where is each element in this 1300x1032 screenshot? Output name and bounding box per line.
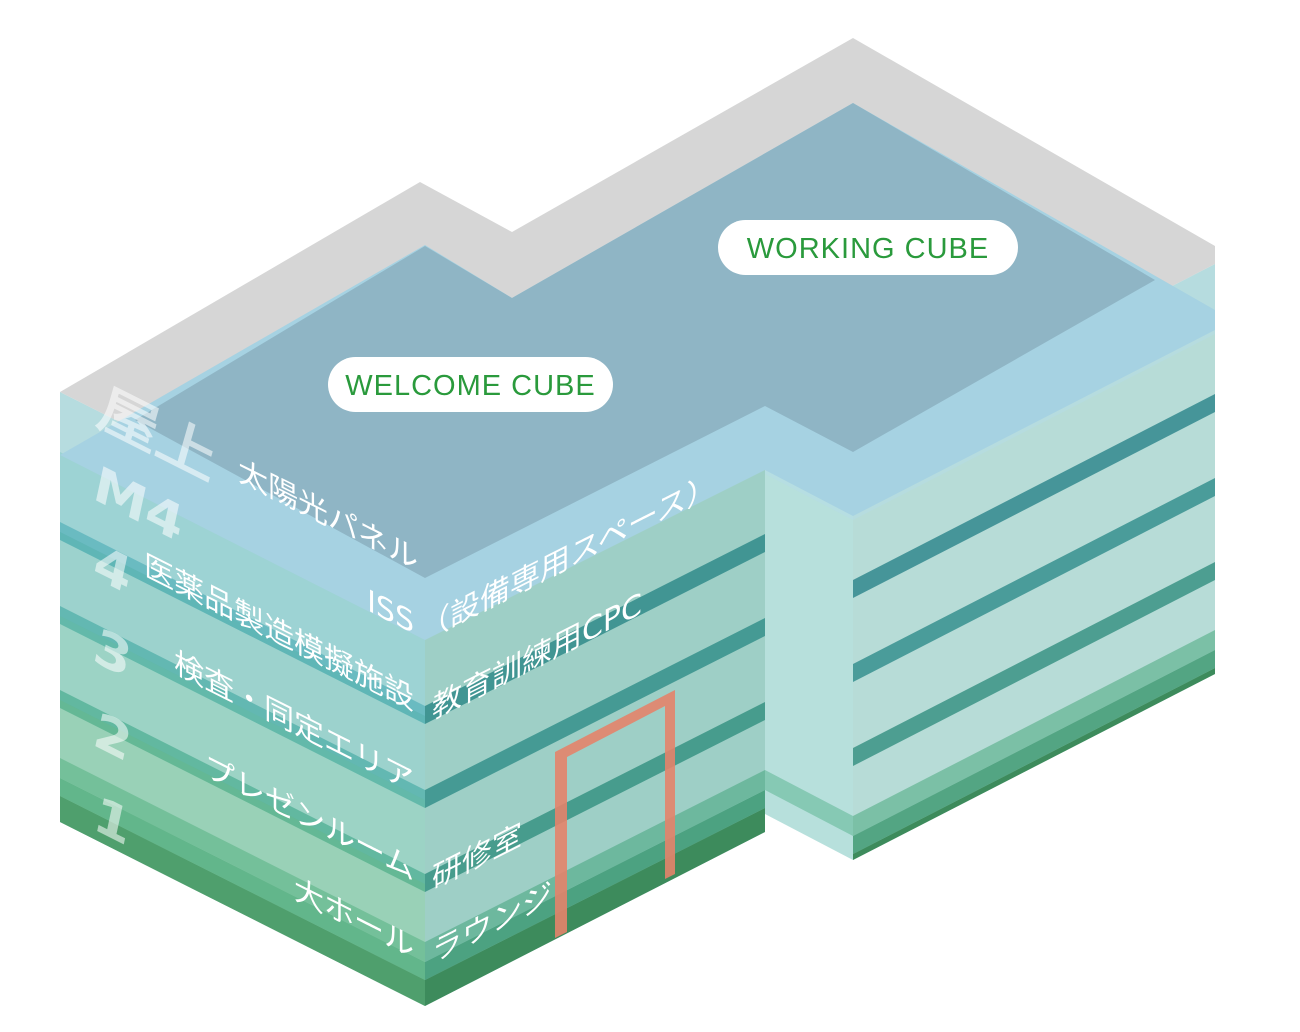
working-cube-pill: WORKING CUBE — [718, 220, 1018, 275]
entrance-frame — [555, 690, 675, 938]
welcome-cube-pill: WELCOME CUBE — [328, 357, 613, 412]
front-wall-step — [765, 404, 853, 860]
welcome-cube-label: WELCOME CUBE — [345, 370, 595, 402]
working-cube-label: WORKING CUBE — [747, 233, 989, 265]
base-edges — [60, 668, 1215, 1006]
